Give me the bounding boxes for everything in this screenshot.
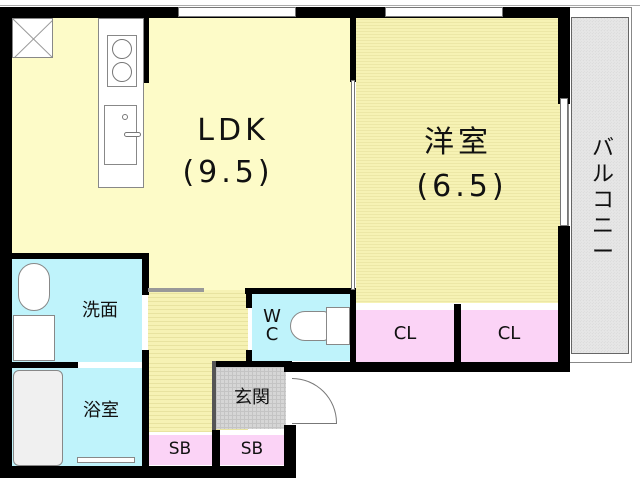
toilet-label-w: W	[263, 306, 281, 327]
sink-icon	[104, 105, 141, 165]
wall-genkan-left	[212, 361, 216, 433]
wall-right-western-lower	[558, 226, 570, 363]
shoebox-2	[220, 435, 284, 465]
washing-machine-space-icon	[13, 315, 55, 361]
wall-ldk-western-top	[350, 7, 356, 82]
kitchen-counter	[98, 18, 144, 188]
ldk-western-sliding-door[interactable]	[351, 80, 355, 290]
shoebox-2-label: SB	[240, 439, 264, 459]
ldk-window[interactable]	[178, 7, 296, 17]
shoebox-1-label: SB	[168, 439, 192, 459]
entrance-label: 玄関	[234, 387, 270, 408]
wall-genkan-top	[212, 361, 292, 367]
closet-2-label: CL	[497, 323, 521, 344]
wall-wc-left-lower	[246, 350, 252, 364]
toilet-icon	[290, 311, 328, 341]
wall-wash-top	[12, 253, 148, 259]
balcony-door[interactable]	[560, 98, 568, 226]
site-boundary-line	[0, 5, 640, 6]
faucet-handle-icon	[124, 132, 141, 137]
wall-left	[0, 7, 12, 478]
wall-wc-top	[245, 288, 355, 294]
bathtub-icon	[13, 370, 63, 466]
stove-icon	[107, 35, 137, 87]
burner-icon	[112, 62, 132, 82]
closet-1-label: CL	[393, 323, 417, 344]
ldk-size: (9.5)	[182, 155, 274, 190]
wall-wash-bath	[12, 362, 78, 368]
hallway-lower	[148, 360, 212, 432]
wall-wash-right-lower	[142, 350, 149, 470]
ldk-label: LDK	[197, 113, 269, 148]
balcony-label: バルコニー	[592, 136, 615, 265]
toilet-tank-icon	[326, 307, 350, 345]
wall-closet-bottom	[284, 362, 570, 372]
entrance	[216, 367, 286, 429]
toilet-label-c: C	[265, 324, 279, 345]
faucet-icon	[122, 114, 128, 120]
burner-icon	[112, 39, 132, 59]
wall-right-western	[558, 7, 570, 104]
shoebox-1	[148, 435, 212, 465]
washroom-label: 洗面	[82, 300, 118, 321]
wall-sb-right	[284, 425, 296, 478]
western-window[interactable]	[385, 7, 503, 17]
wall-western-closet	[350, 288, 356, 366]
wall-kitchen-partition	[144, 17, 149, 83]
western-room-label: 洋室	[424, 125, 492, 160]
shower-icon	[77, 457, 135, 463]
balcony: バルコニー	[571, 17, 629, 354]
wall-closet-divider	[454, 304, 461, 364]
wall-wc-left	[246, 288, 252, 308]
wall-bottom	[0, 466, 296, 478]
closet-2	[461, 310, 559, 362]
refrigerator-space-icon	[12, 18, 53, 58]
wall-sb-divider	[212, 430, 220, 470]
wall-hall-top	[148, 288, 204, 292]
ldk-room	[12, 17, 352, 290]
western-room-size: (6.5)	[416, 169, 508, 204]
western-room	[356, 17, 560, 303]
wall-wash-right	[142, 253, 149, 295]
bathroom-label: 浴室	[83, 400, 119, 421]
closet-1	[356, 310, 454, 362]
washbasin-icon	[18, 263, 50, 311]
entrance-door[interactable]	[292, 378, 337, 424]
